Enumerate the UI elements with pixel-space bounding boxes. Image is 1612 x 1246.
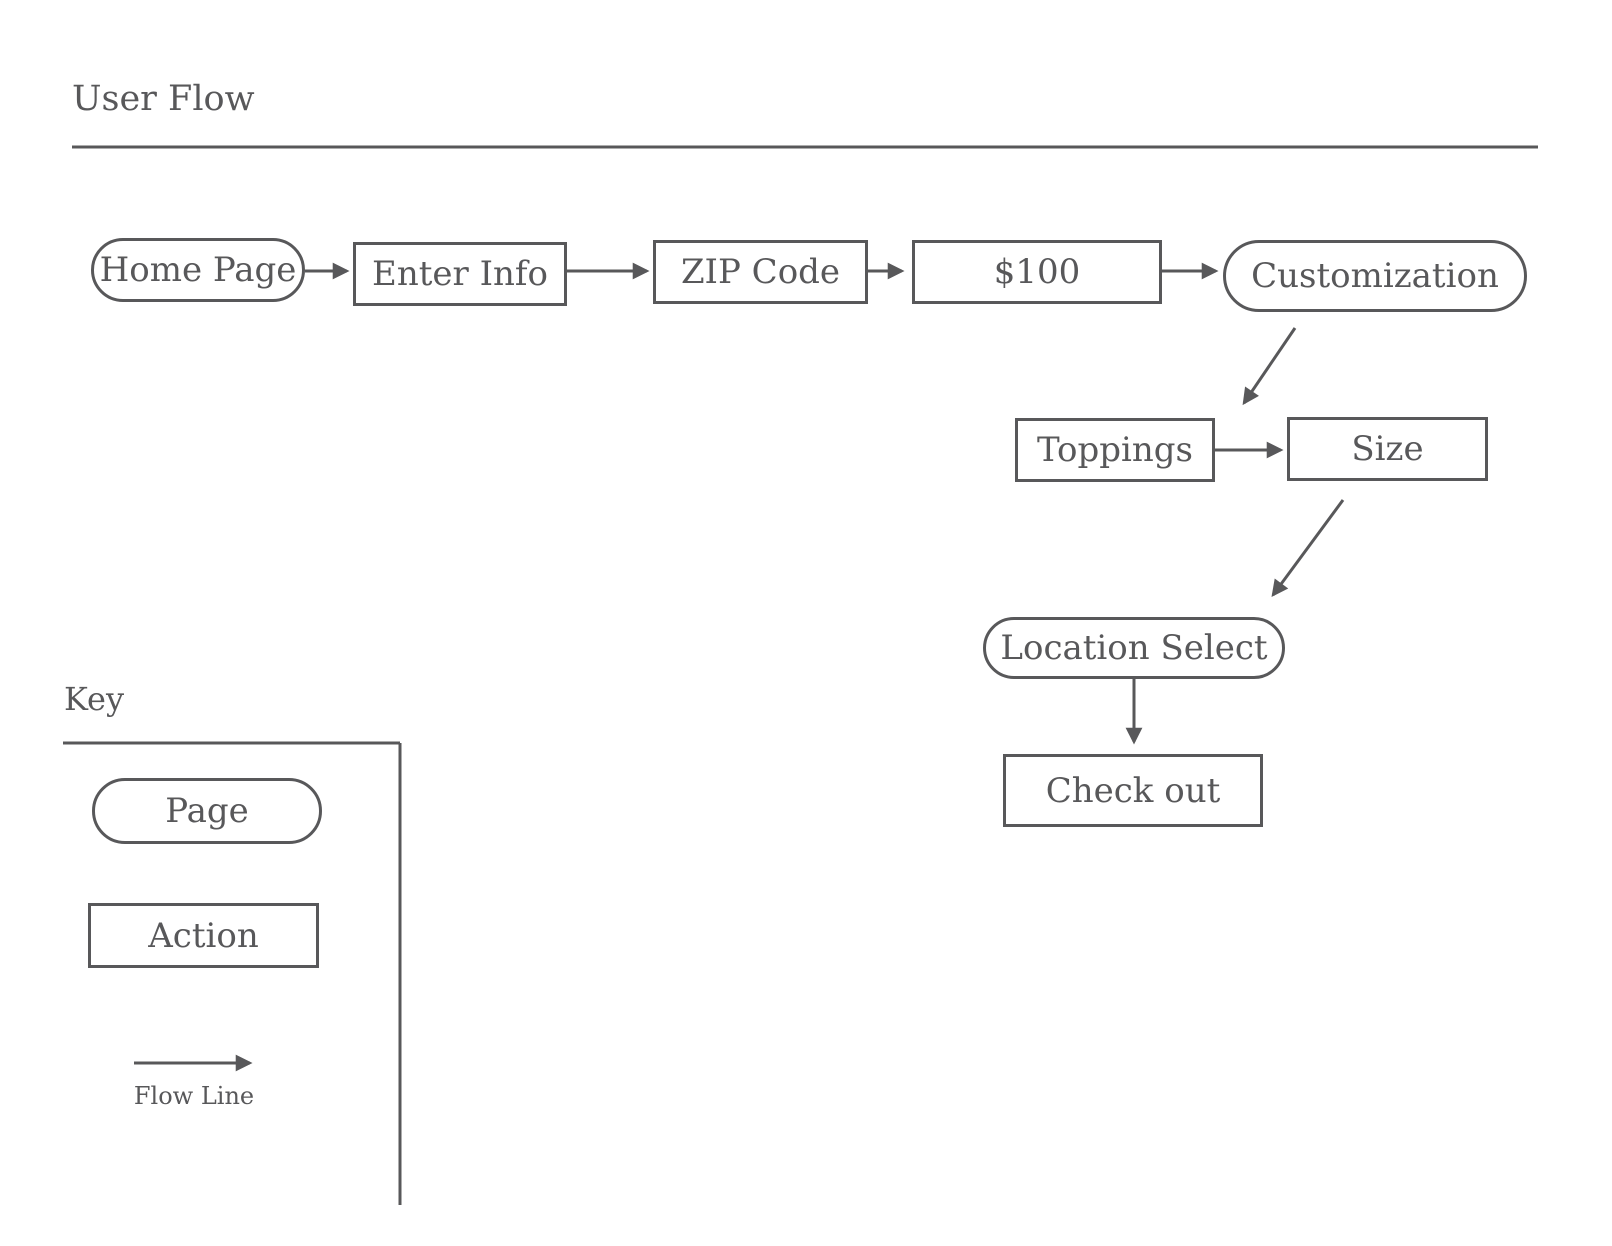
flow-node-zip-code-label: ZIP Code — [680, 252, 841, 292]
key-sample-action-shape: Action — [88, 903, 319, 968]
flow-node-enter-info[interactable]: Enter Info — [353, 242, 567, 306]
flow-node-location-select[interactable]: Location Select — [983, 617, 1285, 679]
flow-node-customization[interactable]: Customization — [1223, 240, 1527, 312]
flow-node-check-out[interactable]: Check out — [1003, 754, 1263, 827]
key-sample-page-label: Page — [165, 791, 249, 831]
key-sample-action-label: Action — [148, 915, 259, 956]
flow-node-size[interactable]: Size — [1287, 417, 1488, 481]
key-heading: Key — [64, 680, 125, 718]
flow-node-toppings-label: Toppings — [1036, 430, 1194, 470]
page-title: User Flow — [72, 79, 255, 119]
flow-node-home-page-label: Home Page — [99, 250, 297, 290]
flow-node-price[interactable]: $100 — [912, 240, 1162, 304]
flow-node-location-select-label: Location Select — [1000, 628, 1268, 668]
edge-size-to-location-select — [1271, 499, 1345, 598]
flow-node-check-out-label: Check out — [1045, 770, 1221, 811]
flow-node-price-label: $100 — [993, 252, 1081, 292]
flow-node-toppings[interactable]: Toppings — [1015, 418, 1215, 482]
edge-customization-to-toppings — [1242, 327, 1297, 406]
key-flow-line-label: Flow Line — [133, 1082, 255, 1110]
flow-node-home-page[interactable]: Home Page — [91, 238, 305, 302]
flow-node-zip-code[interactable]: ZIP Code — [653, 240, 868, 304]
flow-node-customization-label: Customization — [1251, 256, 1499, 296]
key-sample-page-shape: Page — [92, 778, 322, 844]
flow-node-size-label: Size — [1351, 429, 1424, 469]
flow-node-enter-info-label: Enter Info — [372, 254, 548, 294]
